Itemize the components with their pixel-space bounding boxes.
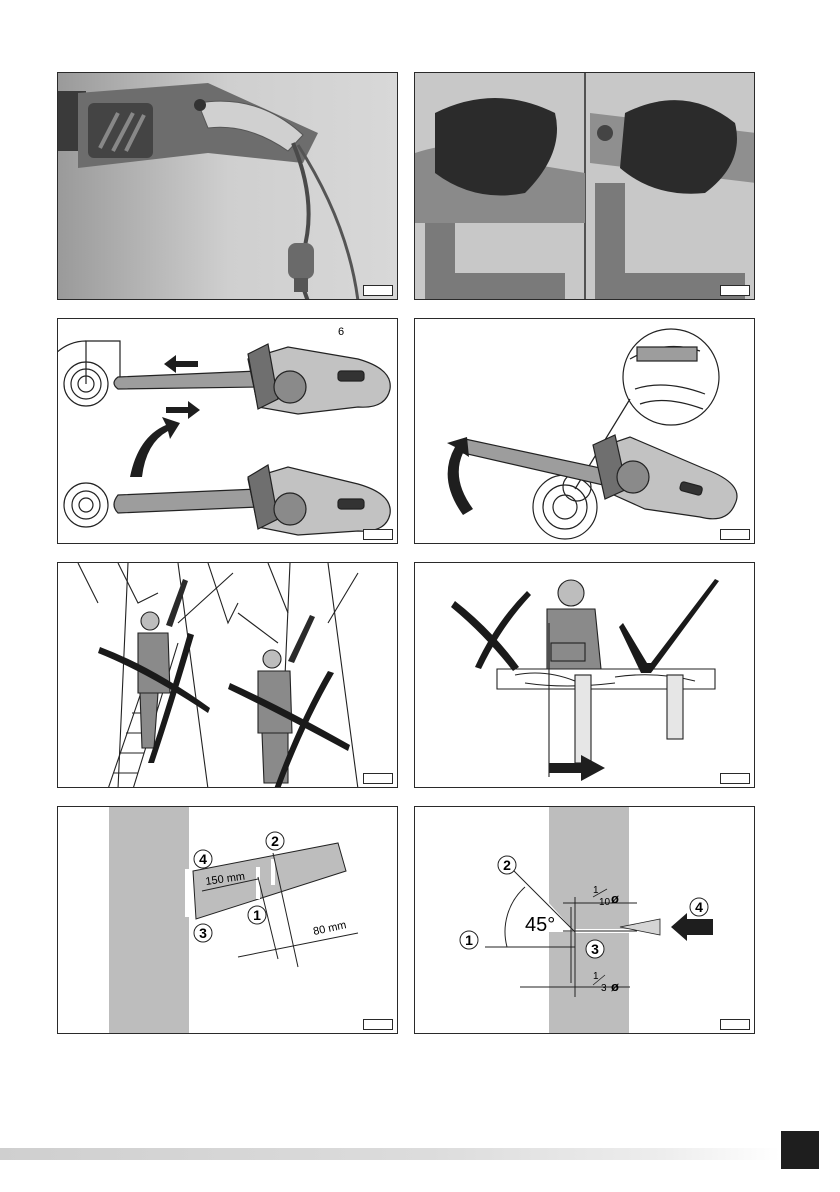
chain-direction-diagram: 6 <box>58 319 398 544</box>
figure-3-chain-direction: 6 <box>57 318 398 544</box>
footer-gradient-bar <box>0 1148 780 1160</box>
figure-number-box <box>720 529 750 540</box>
figure-number-box <box>720 1019 750 1030</box>
marker-4: 4 <box>695 899 703 915</box>
marker-2: 2 <box>271 833 279 849</box>
figure-number-box <box>720 773 750 784</box>
figure-2-grip-photos <box>414 72 755 300</box>
figure-5-forbidden-positions <box>57 562 398 788</box>
figure-4-kickback <box>414 318 755 544</box>
kickback-diagram <box>415 319 755 544</box>
diameter-top: ø <box>611 891 619 906</box>
correct-position-diagram <box>415 563 755 788</box>
marker-3: 3 <box>199 925 207 941</box>
limb-cutting-diagram: 150 mm 80 mm 4 2 1 3 <box>58 807 398 1034</box>
figure-6-correct-position <box>414 562 755 788</box>
diameter-bottom: ø <box>611 979 619 994</box>
marker-4: 4 <box>199 851 207 867</box>
label-80mm: 80 mm <box>312 919 347 938</box>
grip-photo-illustration <box>415 73 755 300</box>
callout-6: 6 <box>338 326 344 338</box>
cord-photo-illustration <box>58 73 398 300</box>
figure-1-cord-photo <box>57 72 398 300</box>
fraction-top-den: 10 <box>599 897 611 908</box>
figure-number-box <box>363 773 393 784</box>
forbidden-positions-diagram <box>58 563 398 788</box>
marker-2: 2 <box>503 857 511 873</box>
fraction-bottom-den: 3 <box>601 983 607 994</box>
marker-3: 3 <box>591 941 599 957</box>
angle-45: 45° <box>525 914 555 936</box>
figure-7-limb-cutting: 150 mm 80 mm 4 2 1 3 <box>57 806 398 1034</box>
figure-number-box <box>363 1019 393 1030</box>
footer-page-tab <box>781 1131 819 1169</box>
figure-number-box <box>363 529 393 540</box>
figure-number-box <box>363 285 393 296</box>
marker-1: 1 <box>253 907 261 923</box>
marker-1: 1 <box>465 932 473 948</box>
figure-number-box <box>720 285 750 296</box>
figure-8-felling-cut: 45° 1 10 ø 1 3 ø 2 1 3 4 <box>414 806 755 1034</box>
felling-cut-diagram: 45° 1 10 ø 1 3 ø 2 1 3 4 <box>415 807 755 1034</box>
